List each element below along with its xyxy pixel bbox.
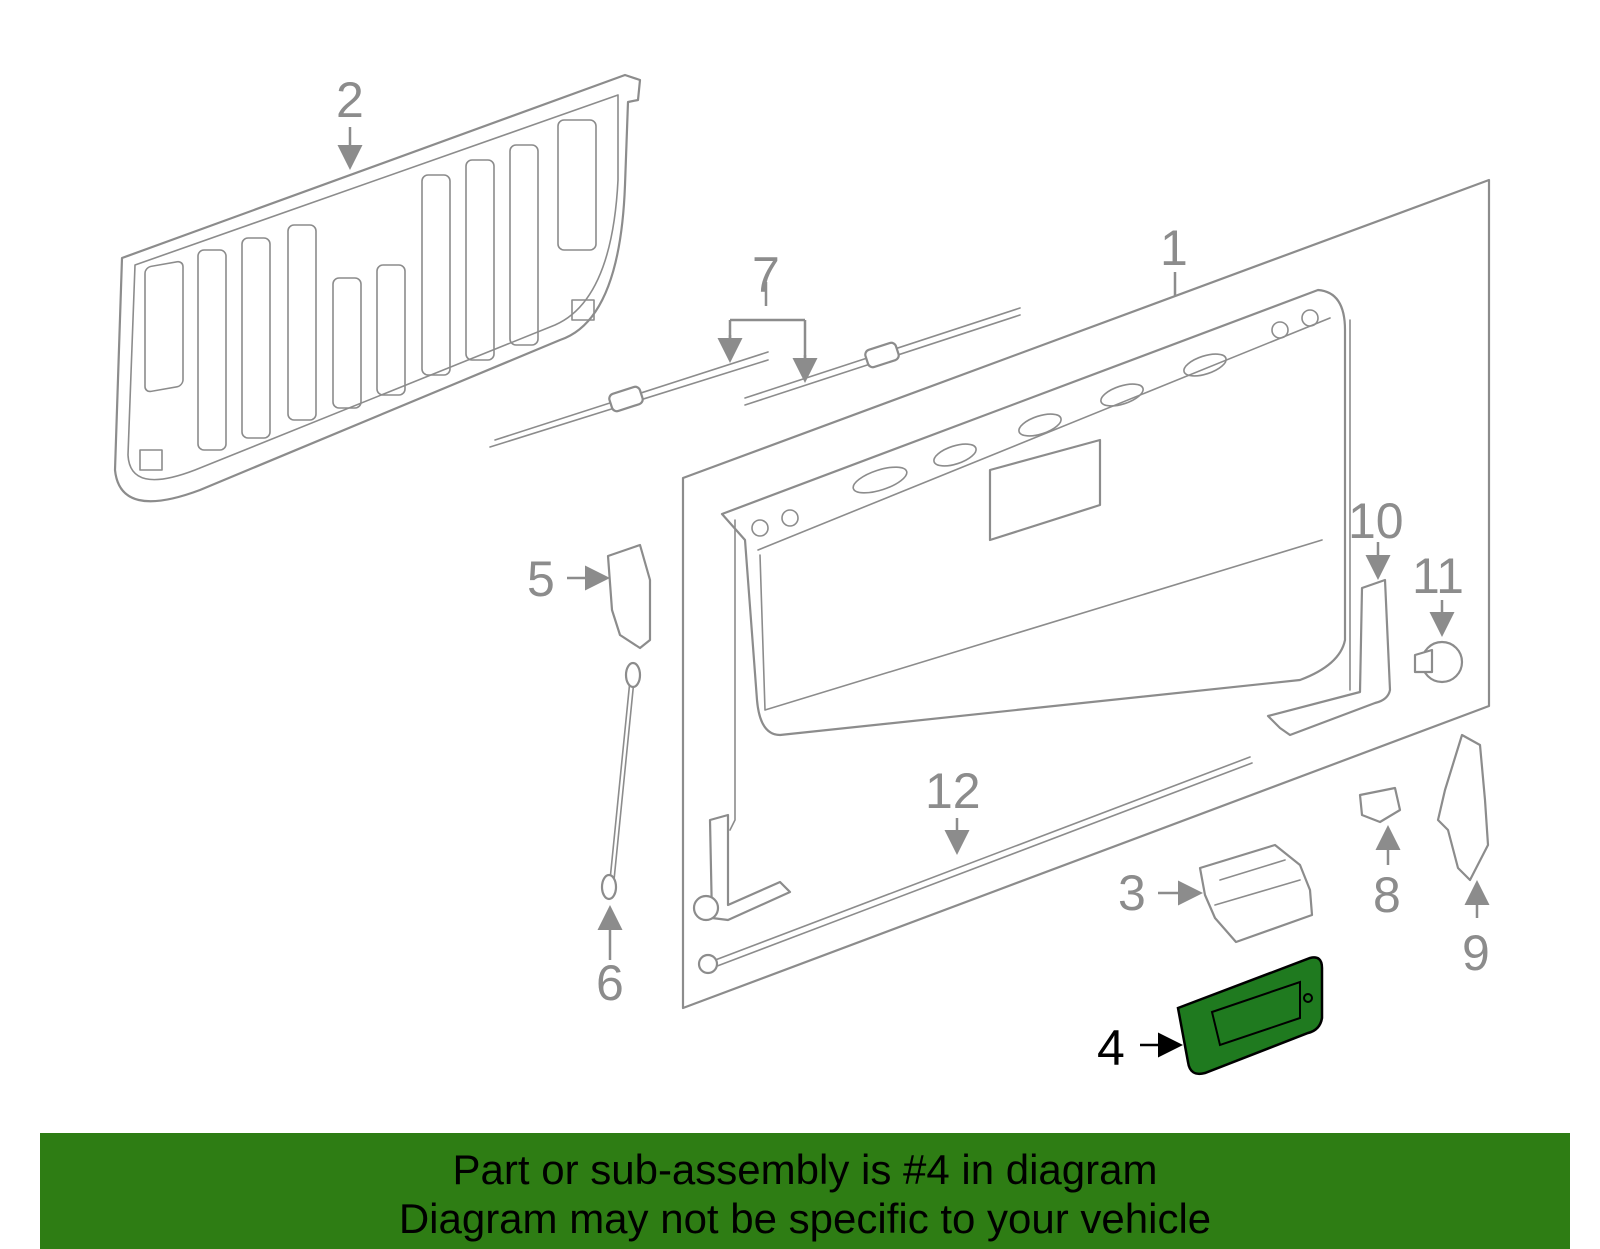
callout-arrows bbox=[337, 127, 1490, 1058]
banner-line-2: Diagram may not be specific to your vehi… bbox=[398, 1195, 1212, 1242]
part-1-tailgate-shell bbox=[681, 178, 1491, 1010]
part-8-bolt bbox=[1358, 786, 1402, 824]
callout-12: 12 bbox=[925, 763, 981, 819]
part-2-inner-panel bbox=[113, 73, 642, 503]
callout-10: 10 bbox=[1348, 493, 1404, 549]
part-12-rod bbox=[697, 756, 1253, 975]
callout-1: 1 bbox=[1160, 220, 1188, 276]
callout-3: 3 bbox=[1118, 865, 1146, 921]
callout-5: 5 bbox=[527, 551, 555, 607]
info-banner: Part or sub-assembly is #4 in diagram Di… bbox=[40, 1133, 1570, 1249]
callout-6: 6 bbox=[596, 955, 624, 1011]
part-7-rods bbox=[489, 307, 1021, 448]
callout-2: 2 bbox=[336, 72, 364, 128]
part-5-hinge bbox=[606, 543, 652, 650]
part-3-latch bbox=[1198, 843, 1314, 944]
part-6-cable bbox=[600, 661, 642, 901]
part-4-handle bbox=[1176, 956, 1324, 1076]
callout-9: 9 bbox=[1462, 925, 1490, 981]
callout-4: 4 bbox=[1097, 1020, 1125, 1076]
banner-line-1: Part or sub-assembly is #4 in diagram bbox=[452, 1146, 1158, 1193]
callout-labels: 2 1 7 5 10 11 12 3 8 9 6 4 bbox=[336, 72, 1490, 1076]
part-9-hinge bbox=[1436, 733, 1490, 882]
part-11-bumper bbox=[1413, 640, 1464, 684]
callout-11: 11 bbox=[1412, 548, 1464, 604]
part-10-bracket bbox=[1266, 578, 1392, 737]
callout-7: 7 bbox=[752, 247, 780, 303]
callout-8: 8 bbox=[1373, 867, 1401, 923]
